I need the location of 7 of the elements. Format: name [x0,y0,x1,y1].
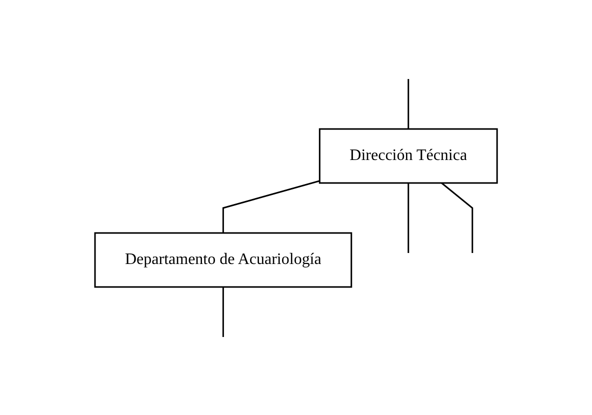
node-box: Departamento de Acuariología [94,232,352,288]
connector [441,182,474,252]
connector [408,78,410,128]
connector [408,182,410,252]
node-box: Dirección Técnica [318,128,498,184]
connector [222,180,320,232]
connector [222,286,224,336]
